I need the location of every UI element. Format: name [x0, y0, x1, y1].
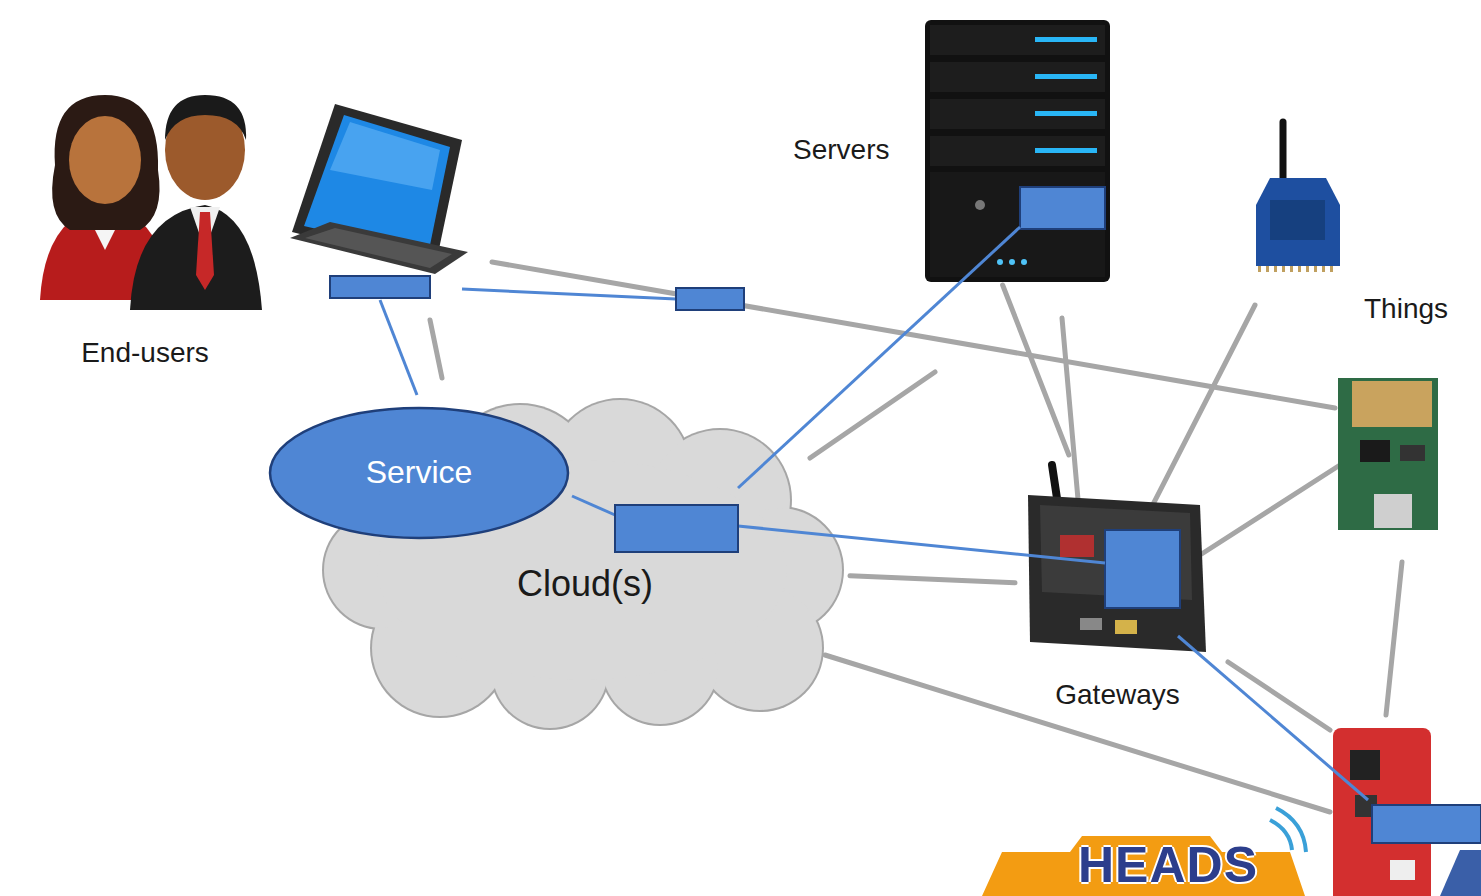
rect-shape — [925, 20, 1110, 282]
rect-shape — [1338, 378, 1438, 530]
rect-shape — [1035, 148, 1097, 153]
rect-shape — [1020, 187, 1105, 229]
line-shape — [1386, 562, 1402, 715]
rect-shape — [930, 25, 1105, 55]
circle-shape — [975, 200, 985, 210]
polygon-shape — [1028, 495, 1206, 652]
rect-shape — [1374, 494, 1412, 528]
rect-shape — [1298, 266, 1301, 272]
rect-shape — [1258, 266, 1261, 272]
node-label: End-users — [20, 336, 270, 369]
line-shape — [1178, 636, 1368, 800]
rect-shape — [1274, 266, 1277, 272]
rect-shape — [1035, 37, 1097, 42]
link-line — [572, 496, 615, 515]
service-ellipse: Service — [268, 406, 570, 540]
network-connector — [850, 576, 1015, 583]
circle-shape — [1021, 259, 1027, 265]
logo-text: HEADS — [1078, 836, 1258, 894]
component-links — [330, 276, 1481, 843]
component-box — [615, 505, 738, 552]
rect-shape — [930, 172, 1105, 277]
path-shape — [52, 95, 159, 230]
line-shape — [462, 289, 676, 299]
server-icon — [925, 20, 1110, 282]
path-shape — [165, 95, 246, 140]
rect-shape — [1035, 111, 1097, 116]
node-label: Cloud(s) — [480, 563, 690, 605]
link-line — [738, 227, 1020, 488]
rect-shape — [930, 99, 1105, 129]
rect-shape — [1115, 620, 1137, 634]
rect-shape — [1080, 618, 1102, 630]
path-shape — [982, 836, 1305, 896]
connector-line — [1003, 285, 1069, 455]
device-box: End-users — [20, 88, 276, 378]
polygon-shape — [1440, 850, 1481, 896]
path-shape — [130, 205, 262, 310]
rect-shape — [1390, 860, 1415, 880]
device-box: Servers — [785, 15, 1115, 285]
polygon-shape — [330, 122, 440, 190]
polygon-shape — [1256, 178, 1340, 266]
rect-shape — [1270, 200, 1325, 240]
rect-shape — [1372, 805, 1481, 843]
device-box: Gateways — [1015, 455, 1226, 720]
network-wires — [372, 262, 1402, 812]
rect-shape — [330, 276, 430, 298]
logo-shape — [982, 808, 1481, 896]
rect-shape — [1060, 535, 1094, 557]
path-shape — [196, 212, 214, 290]
ellipse-shape — [69, 116, 141, 204]
polygon-shape — [290, 222, 468, 274]
sensor-board-icon — [1338, 378, 1438, 530]
rect-shape — [1314, 266, 1317, 272]
rect-shape — [930, 136, 1105, 166]
line-shape — [825, 655, 1330, 812]
g-shape — [1258, 266, 1333, 272]
circle-shape — [1009, 259, 1015, 265]
rect-shape — [1282, 266, 1285, 272]
line-shape — [1062, 318, 1080, 522]
link-line — [738, 526, 1105, 563]
rect-shape — [1360, 440, 1390, 462]
polygon-shape — [305, 228, 452, 268]
rect-shape — [1322, 266, 1325, 272]
network-connector — [1003, 285, 1069, 455]
rect-shape — [1352, 381, 1432, 427]
path-shape — [1276, 808, 1306, 852]
rect-shape — [1330, 266, 1333, 272]
rect-shape — [676, 288, 744, 310]
node-label: Things — [1364, 292, 1448, 325]
cloud-shape: Cloud(s)Service — [320, 398, 850, 730]
rect-shape — [1266, 266, 1269, 272]
laptop-icon — [290, 104, 468, 274]
line-shape — [1228, 662, 1330, 730]
node-label: Service — [268, 454, 570, 492]
end-users-icon — [40, 95, 262, 310]
rect-shape — [1290, 266, 1293, 272]
rect-shape — [1105, 530, 1180, 608]
path-shape — [1270, 820, 1292, 850]
line-shape — [380, 300, 417, 395]
line-shape — [1200, 465, 1340, 555]
group-label-box: Things — [1360, 292, 1478, 328]
line-shape — [810, 372, 935, 458]
xbee-module-icon — [1256, 122, 1340, 272]
component-links — [572, 227, 1105, 563]
node-label: Servers — [793, 133, 889, 166]
rect-shape — [1035, 74, 1097, 79]
line-shape — [430, 320, 442, 378]
rect-shape — [1306, 266, 1309, 272]
connector-line — [850, 576, 1015, 583]
circle-shape — [997, 259, 1003, 265]
line-shape — [1145, 305, 1255, 520]
rect-shape — [930, 62, 1105, 92]
node-label: Gateways — [1015, 678, 1220, 711]
rect-shape — [1350, 750, 1380, 780]
rect-shape — [1400, 445, 1425, 461]
